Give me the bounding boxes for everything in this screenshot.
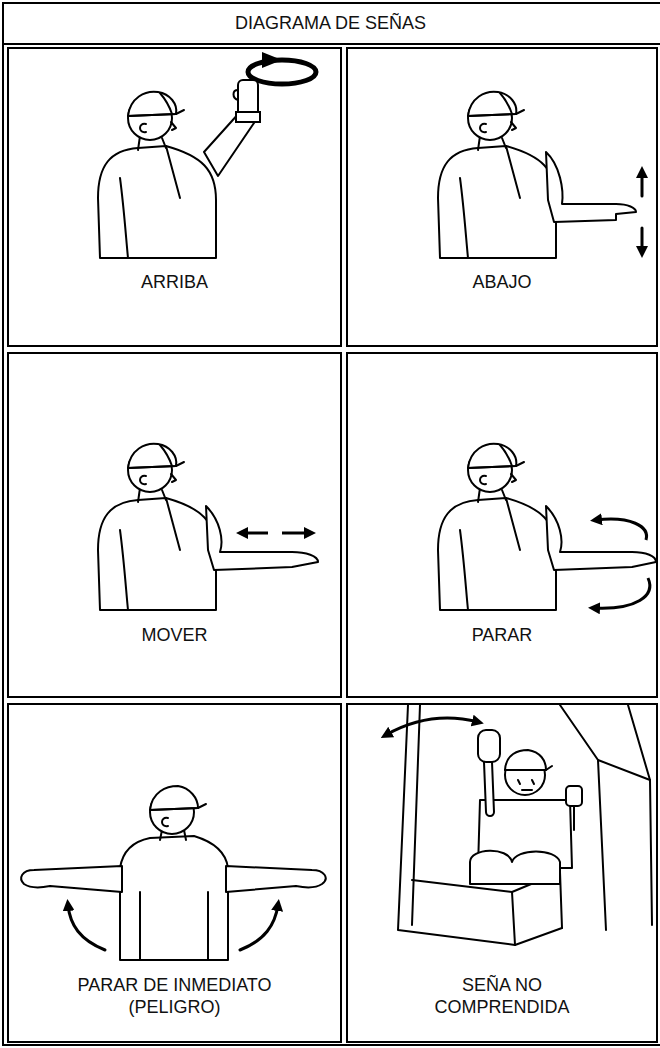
signal-label: ABAJO [472, 271, 531, 293]
signal-label: MOVER [141, 624, 207, 646]
signal-panel: PARAR DE INMEDIATO (PELIGRO) [7, 703, 342, 1043]
signal-up-figure [98, 52, 316, 258]
signal-panel: SEÑA NO COMPRENDIDA [346, 703, 658, 1043]
signal-panel: ABAJO [346, 47, 658, 347]
signal-down-figure [438, 92, 642, 258]
signal-stop-figure [438, 444, 656, 610]
signal-move-figure [98, 444, 318, 610]
diagram-title: DIAGRAMA DE SEÑAS [235, 13, 426, 34]
signal-panel: MOVER [7, 352, 342, 698]
signal-label: ARRIBA [141, 271, 208, 293]
frame [3, 3, 660, 1045]
operator-cab-figure [386, 705, 652, 945]
signal-label: PARAR DE INMEDIATO (PELIGRO) [50, 974, 300, 1018]
signal-panel: PARAR [346, 352, 658, 698]
title-band: DIAGRAMA DE SEÑAS [3, 3, 658, 44]
signal-emergency-stop-figure [21, 786, 325, 960]
signal-panel: ARRIBA [7, 47, 342, 347]
signal-label: PARAR [472, 624, 533, 646]
signal-label: SEÑA NO COMPRENDIDA [415, 974, 590, 1018]
